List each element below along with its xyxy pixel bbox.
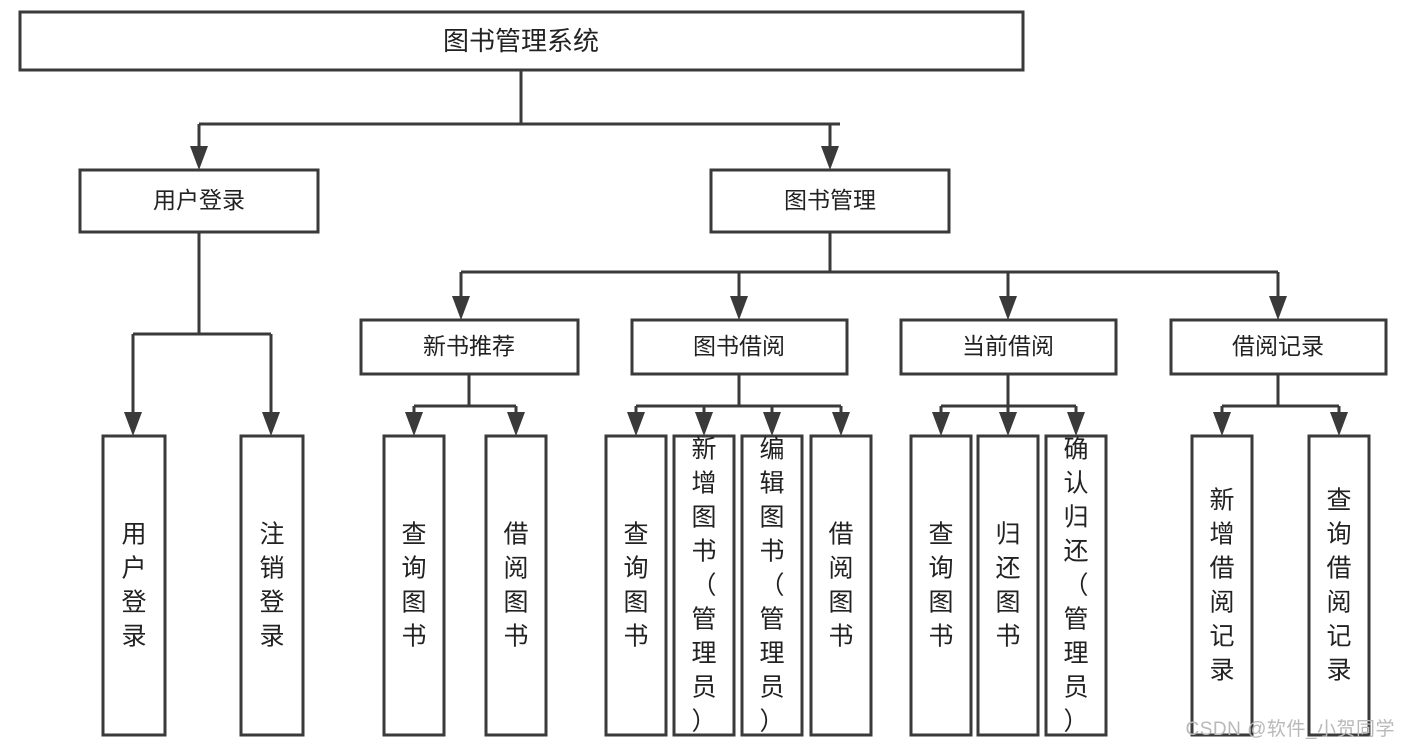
arrowhead-leaf-borrow-book-2 [832, 412, 850, 436]
node-leaf-query-book-3-box[interactable] [909, 434, 973, 737]
node-borrow-record[interactable]: 借阅记录 [1169, 318, 1388, 376]
arrowhead-leaf-return-book [999, 412, 1017, 436]
arrowhead-leaf-query-book-1 [405, 412, 423, 436]
arrowhead-current-borrow [999, 296, 1017, 320]
node-leaf-return-book-box[interactable] [976, 434, 1040, 737]
node-leaf-query-record-label: 查询借阅记录 [1326, 487, 1351, 685]
arrowhead-leaf-borrow-book-1 [507, 412, 525, 436]
node-leaf-borrow-book-1[interactable]: 借阅图书 [484, 434, 548, 737]
node-leaf-borrow-book-1-label: 借阅图书 [503, 521, 528, 651]
node-user-login[interactable]: 用户登录 [78, 168, 320, 234]
node-user-login-box[interactable] [78, 168, 320, 234]
arrowhead-leaf-confirm-return [1067, 412, 1085, 436]
node-user-login-label: 用户登录 [153, 187, 245, 213]
arrowhead-leaf-edit-book [763, 412, 781, 436]
connector-group-user-login [124, 232, 280, 436]
node-leaf-edit-book[interactable]: 编辑图书（管理员） [740, 434, 804, 737]
node-leaf-add-book-label: 新增图书（管理员） [691, 436, 716, 736]
node-leaf-user-login-label: 用户登录 [121, 521, 146, 651]
node-leaf-query-book-2-box[interactable] [604, 434, 668, 737]
node-book-borrow-box[interactable] [630, 318, 849, 376]
node-leaf-query-book-3[interactable]: 查询图书 [909, 434, 973, 737]
node-leaf-add-record-box[interactable] [1190, 434, 1254, 737]
node-leaf-query-book-3-label: 查询图书 [928, 521, 953, 651]
node-leaf-borrow-book-2-box[interactable] [809, 434, 873, 737]
node-system-title-label: 图书管理系统 [443, 26, 599, 56]
arrowhead-leaf-query-book-2 [627, 412, 645, 436]
csdn-watermark: CSDN @软件_小贺同学 [1185, 719, 1395, 740]
node-leaf-query-record-box[interactable] [1307, 434, 1371, 737]
node-leaf-add-book[interactable]: 新增图书（管理员） [672, 434, 736, 737]
connector-group-new-book-recommend [405, 374, 525, 436]
node-leaf-logout-login-label: 注销登录 [259, 521, 284, 651]
connector-group-book-management [452, 232, 1287, 320]
node-leaf-edit-book-label: 编辑图书（管理员） [759, 436, 784, 736]
node-leaf-add-record-label: 新增借阅记录 [1209, 487, 1234, 685]
connector-group-root [190, 70, 840, 170]
node-leaf-logout-login[interactable]: 注销登录 [239, 434, 305, 737]
node-leaf-borrow-book-2[interactable]: 借阅图书 [809, 434, 873, 737]
node-leaf-edit-book-box[interactable] [740, 434, 804, 737]
arrowhead-leaf-query-record [1330, 412, 1348, 436]
arrowhead-book-borrow [730, 296, 748, 320]
node-book-management-box[interactable] [709, 168, 951, 234]
connector-group-current-borrow [932, 374, 1085, 436]
arrowhead-borrow-record [1269, 296, 1287, 320]
node-leaf-query-record[interactable]: 查询借阅记录 [1307, 434, 1371, 737]
node-book-management-label: 图书管理 [784, 187, 876, 213]
leaf-node-group: 用户登录 注销登录 查询图书 借阅图书 查询图书 新增图书（管理员） [101, 434, 1371, 737]
arrowhead-leaf-add-record [1213, 412, 1231, 436]
node-new-book-recommend[interactable]: 新书推荐 [359, 318, 580, 376]
node-leaf-confirm-return-label: 确认归还（管理员） [1063, 436, 1088, 736]
node-leaf-borrow-book-2-label: 借阅图书 [828, 521, 853, 651]
node-new-book-recommend-label: 新书推荐 [423, 333, 515, 359]
node-leaf-query-book-2-label: 查询图书 [623, 521, 648, 651]
node-current-borrow-box[interactable] [899, 318, 1118, 376]
node-leaf-borrow-book-1-box[interactable] [484, 434, 548, 737]
node-leaf-query-book-1[interactable]: 查询图书 [382, 434, 446, 737]
node-leaf-query-book-1-box[interactable] [382, 434, 446, 737]
node-leaf-confirm-return[interactable]: 确认归还（管理员） [1044, 434, 1108, 737]
node-system-title-box[interactable] [18, 10, 1025, 72]
node-leaf-return-book[interactable]: 归还图书 [976, 434, 1040, 737]
node-leaf-logout-login-box[interactable] [239, 434, 305, 737]
node-leaf-add-book-box[interactable] [672, 434, 736, 737]
node-current-borrow-label: 当前借阅 [962, 333, 1054, 359]
arrowhead-leaf-logout-login [262, 412, 280, 436]
node-book-borrow-label: 图书借阅 [693, 333, 785, 359]
node-leaf-query-book-2[interactable]: 查询图书 [604, 434, 668, 737]
node-leaf-confirm-return-box[interactable] [1044, 434, 1108, 737]
node-current-borrow[interactable]: 当前借阅 [899, 318, 1118, 376]
node-leaf-add-record[interactable]: 新增借阅记录 [1190, 434, 1254, 737]
connector-group-book-borrow [627, 374, 850, 436]
node-leaf-query-book-1-label: 查询图书 [401, 521, 426, 651]
node-new-book-recommend-box[interactable] [359, 318, 580, 376]
node-borrow-record-label: 借阅记录 [1232, 333, 1324, 359]
arrowhead-leaf-user-login [124, 412, 142, 436]
node-leaf-user-login[interactable]: 用户登录 [101, 434, 167, 737]
node-book-borrow[interactable]: 图书借阅 [630, 318, 849, 376]
arrowhead-new-book-recommend [452, 296, 470, 320]
connector-group-borrow-record [1213, 374, 1348, 436]
node-borrow-record-box[interactable] [1169, 318, 1388, 376]
arrowhead-book-management [821, 146, 839, 170]
arrowhead-user-login [190, 146, 208, 170]
arrowhead-leaf-query-book-3 [932, 412, 950, 436]
node-leaf-user-login-box[interactable] [101, 434, 167, 737]
node-system-title[interactable]: 图书管理系统 [18, 10, 1025, 72]
node-book-management[interactable]: 图书管理 [709, 168, 951, 234]
arrowhead-leaf-add-book [695, 412, 713, 436]
node-leaf-return-book-label: 归还图书 [995, 521, 1020, 651]
